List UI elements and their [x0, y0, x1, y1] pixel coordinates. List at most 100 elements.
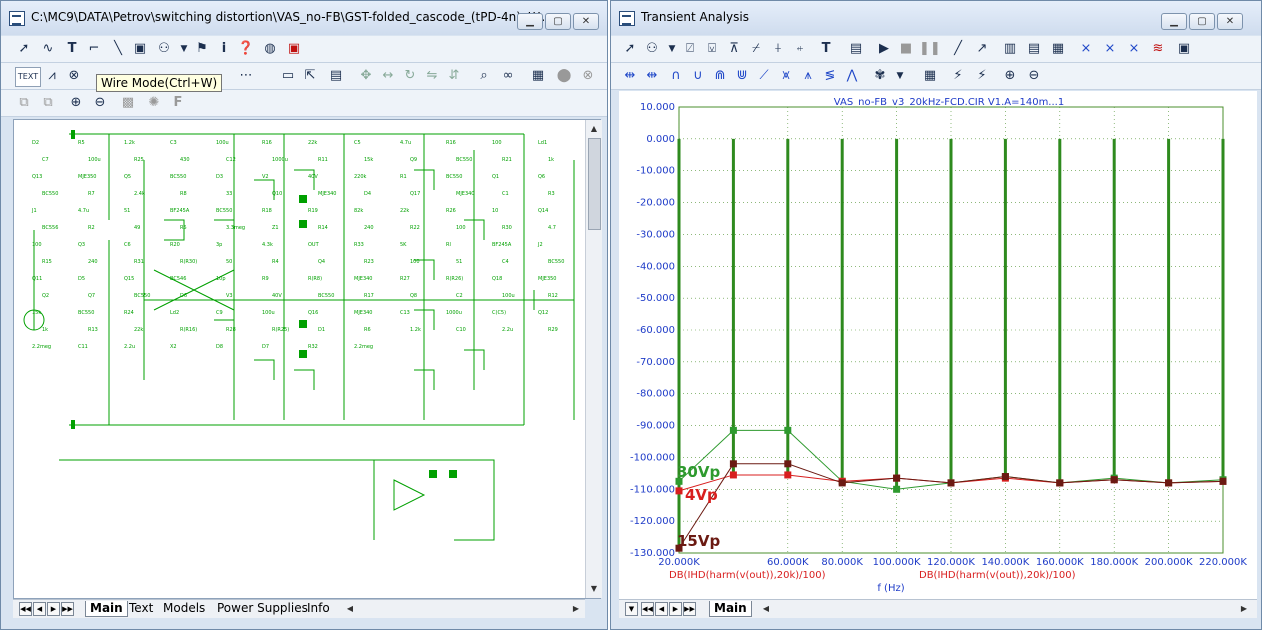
tag-icon[interactable]: ⍅ [796, 41, 804, 56]
hscroll-right-icon[interactable]: ▶ [572, 604, 580, 613]
stop-run-icon[interactable]: ■ [899, 41, 913, 56]
fit-icon[interactable]: ▩ [121, 95, 135, 110]
analysis-dropdown-icon[interactable]: ▼ [668, 44, 676, 54]
component-icon[interactable]: ▣ [133, 41, 147, 56]
find-icon[interactable]: ⌕ [480, 68, 488, 83]
macro-icon[interactable]: ⚇ [158, 41, 170, 56]
globe-icon[interactable]: ◍ [264, 41, 276, 56]
grid-major-icon[interactable]: ▤ [1027, 41, 1041, 56]
wire-icon[interactable]: ⌐ [88, 41, 100, 56]
point-icon[interactable]: ⍭ [774, 41, 782, 56]
scale-icon[interactable]: ⍁ [686, 41, 694, 56]
tab-main[interactable]: Main [85, 601, 128, 617]
analysis-tab-main[interactable]: Main [709, 601, 752, 617]
grid-both-icon[interactable]: ▥ [1003, 41, 1017, 56]
cursor-mode-icon[interactable]: ⍌ [708, 41, 716, 56]
inflection-icon[interactable]: ≶ [824, 68, 836, 83]
tag-x-icon[interactable]: ⚡ [953, 68, 963, 83]
marker-1-icon[interactable]: ⨯ [1080, 41, 1092, 56]
peak-icon[interactable]: ⊼ [729, 41, 739, 56]
tab-prev-icon[interactable]: ◀ [33, 602, 46, 616]
tab-models[interactable]: Models [163, 601, 206, 615]
peak-peak-icon[interactable]: ⋒ [714, 68, 726, 83]
palette-dropdown-icon[interactable]: ▼ [896, 71, 904, 81]
next-valley-icon[interactable]: ∪ [693, 68, 703, 83]
marker-3-icon[interactable]: ⨯ [1128, 41, 1140, 56]
schematic-titlebar[interactable]: C:\MC9\DATA\Petrov\switching distortion\… [1, 1, 607, 35]
analysis-minimize-button[interactable]: ▁ [1161, 13, 1187, 30]
node-icon[interactable]: ⊗ [68, 68, 80, 83]
paste-icon[interactable]: ⧉ [43, 95, 53, 110]
global-high-icon[interactable]: ⋀ [846, 68, 858, 83]
text-mode-button[interactable]: TEXT [15, 67, 41, 87]
marker-2-icon[interactable]: ⨯ [1104, 41, 1116, 56]
pause-icon[interactable]: ❚❚ [919, 41, 941, 56]
mirror-icon[interactable]: ⇋ [426, 68, 438, 83]
scroll-up-icon[interactable]: ▲ [590, 124, 598, 133]
page-icon[interactable]: ▦ [531, 68, 545, 83]
copy-icon[interactable]: ⧉ [19, 95, 29, 110]
tab-info[interactable]: Info [307, 601, 330, 615]
select-arrow-icon[interactable]: ➚ [18, 41, 30, 56]
window-icon[interactable]: ▭ [281, 68, 295, 83]
cancel-icon[interactable]: ⊗ [582, 68, 594, 83]
plot-area[interactable]: VAS_no-FB_v3_20kHz-FCD.CIR V1.A=140m...1… [619, 91, 1257, 599]
sine-wave-icon[interactable]: ∿ [42, 41, 54, 56]
draw-line-icon[interactable]: ╱ [954, 41, 962, 56]
zoom-in-icon[interactable]: ⊕ [70, 95, 82, 110]
analysis-hscroll-right-icon[interactable]: ▶ [1240, 604, 1248, 613]
scroll-thumb[interactable] [588, 138, 601, 230]
rotate-icon[interactable]: ↻ [404, 68, 416, 83]
analysis-zoom-in-icon[interactable]: ⊕ [1004, 68, 1016, 83]
waveform-icon[interactable]: ⩘ [48, 68, 56, 83]
slope-icon[interactable]: ⌿ [752, 41, 760, 56]
pointer-icon[interactable]: ⇱ [304, 68, 316, 83]
help-icon[interactable]: ❓ [237, 41, 255, 56]
table-icon[interactable]: ▦ [923, 68, 937, 83]
tab-first-icon[interactable]: ◀◀ [19, 602, 32, 616]
probe-icon[interactable]: ▣ [287, 41, 301, 56]
high-icon[interactable]: ⩙ [782, 68, 790, 83]
info-icon[interactable]: i [221, 41, 227, 56]
waves-icon[interactable]: ≋ [1152, 41, 1164, 56]
analysis-tab-first-icon[interactable]: ◀◀ [641, 602, 654, 616]
text-tool-icon[interactable]: T [67, 41, 77, 56]
line-icon[interactable]: ╲ [114, 41, 122, 56]
settings-icon[interactable]: ✺ [148, 95, 160, 110]
low-icon[interactable]: ⩚ [804, 68, 812, 83]
plot-properties-icon[interactable]: ▣ [1177, 41, 1191, 56]
tab-last-icon[interactable]: ▶▶ [61, 602, 74, 616]
analysis-close-button[interactable]: ✕ [1217, 13, 1243, 30]
properties-icon[interactable]: ▤ [329, 68, 343, 83]
analysis-zoom-out-icon[interactable]: ⊖ [1028, 68, 1040, 83]
grid-icon[interactable]: ⋯ [239, 68, 253, 83]
resize-icon[interactable]: ↔ [382, 68, 394, 83]
analysis-titlebar[interactable]: Transient Analysis ▁ ▢ ✕ [611, 1, 1261, 35]
analysis-macro-icon[interactable]: ⚇ [646, 41, 658, 56]
move-icon[interactable]: ✥ [360, 68, 372, 83]
tag-y-icon[interactable]: ⚡ [977, 68, 987, 83]
tab-power-supplies[interactable]: Power Supplies [217, 601, 308, 615]
analysis-tab-next-icon[interactable]: ▶ [669, 602, 682, 616]
close-button[interactable]: ✕ [573, 13, 599, 30]
hscroll-left-icon[interactable]: ◀ [346, 604, 354, 613]
font-icon[interactable]: F [173, 95, 183, 110]
analysis-tab-prev-icon[interactable]: ◀ [655, 602, 668, 616]
draw-arrow-icon[interactable]: ↗ [976, 41, 988, 56]
cursor-right-icon[interactable]: ⇹ [646, 68, 658, 83]
stop-icon[interactable]: ⬤ [556, 68, 572, 83]
run-icon[interactable]: ▶ [879, 41, 889, 56]
flag-icon[interactable]: ⚑ [196, 41, 208, 56]
analysis-text-icon[interactable]: T [821, 41, 831, 56]
analysis-dropdown-tab-icon[interactable]: ▼ [625, 602, 638, 616]
analysis-maximize-button[interactable]: ▢ [1189, 13, 1215, 30]
analysis-tab-last-icon[interactable]: ▶▶ [683, 602, 696, 616]
zoom-out-icon[interactable]: ⊖ [94, 95, 106, 110]
dropdown-icon[interactable]: ▼ [180, 44, 188, 54]
flip-icon[interactable]: ⇵ [448, 68, 460, 83]
binoculars-icon[interactable]: ∞ [502, 68, 514, 83]
cursor-left-icon[interactable]: ⇹ [624, 68, 636, 83]
scroll-down-icon[interactable]: ▼ [590, 584, 598, 593]
tab-text[interactable]: Text [129, 601, 154, 615]
